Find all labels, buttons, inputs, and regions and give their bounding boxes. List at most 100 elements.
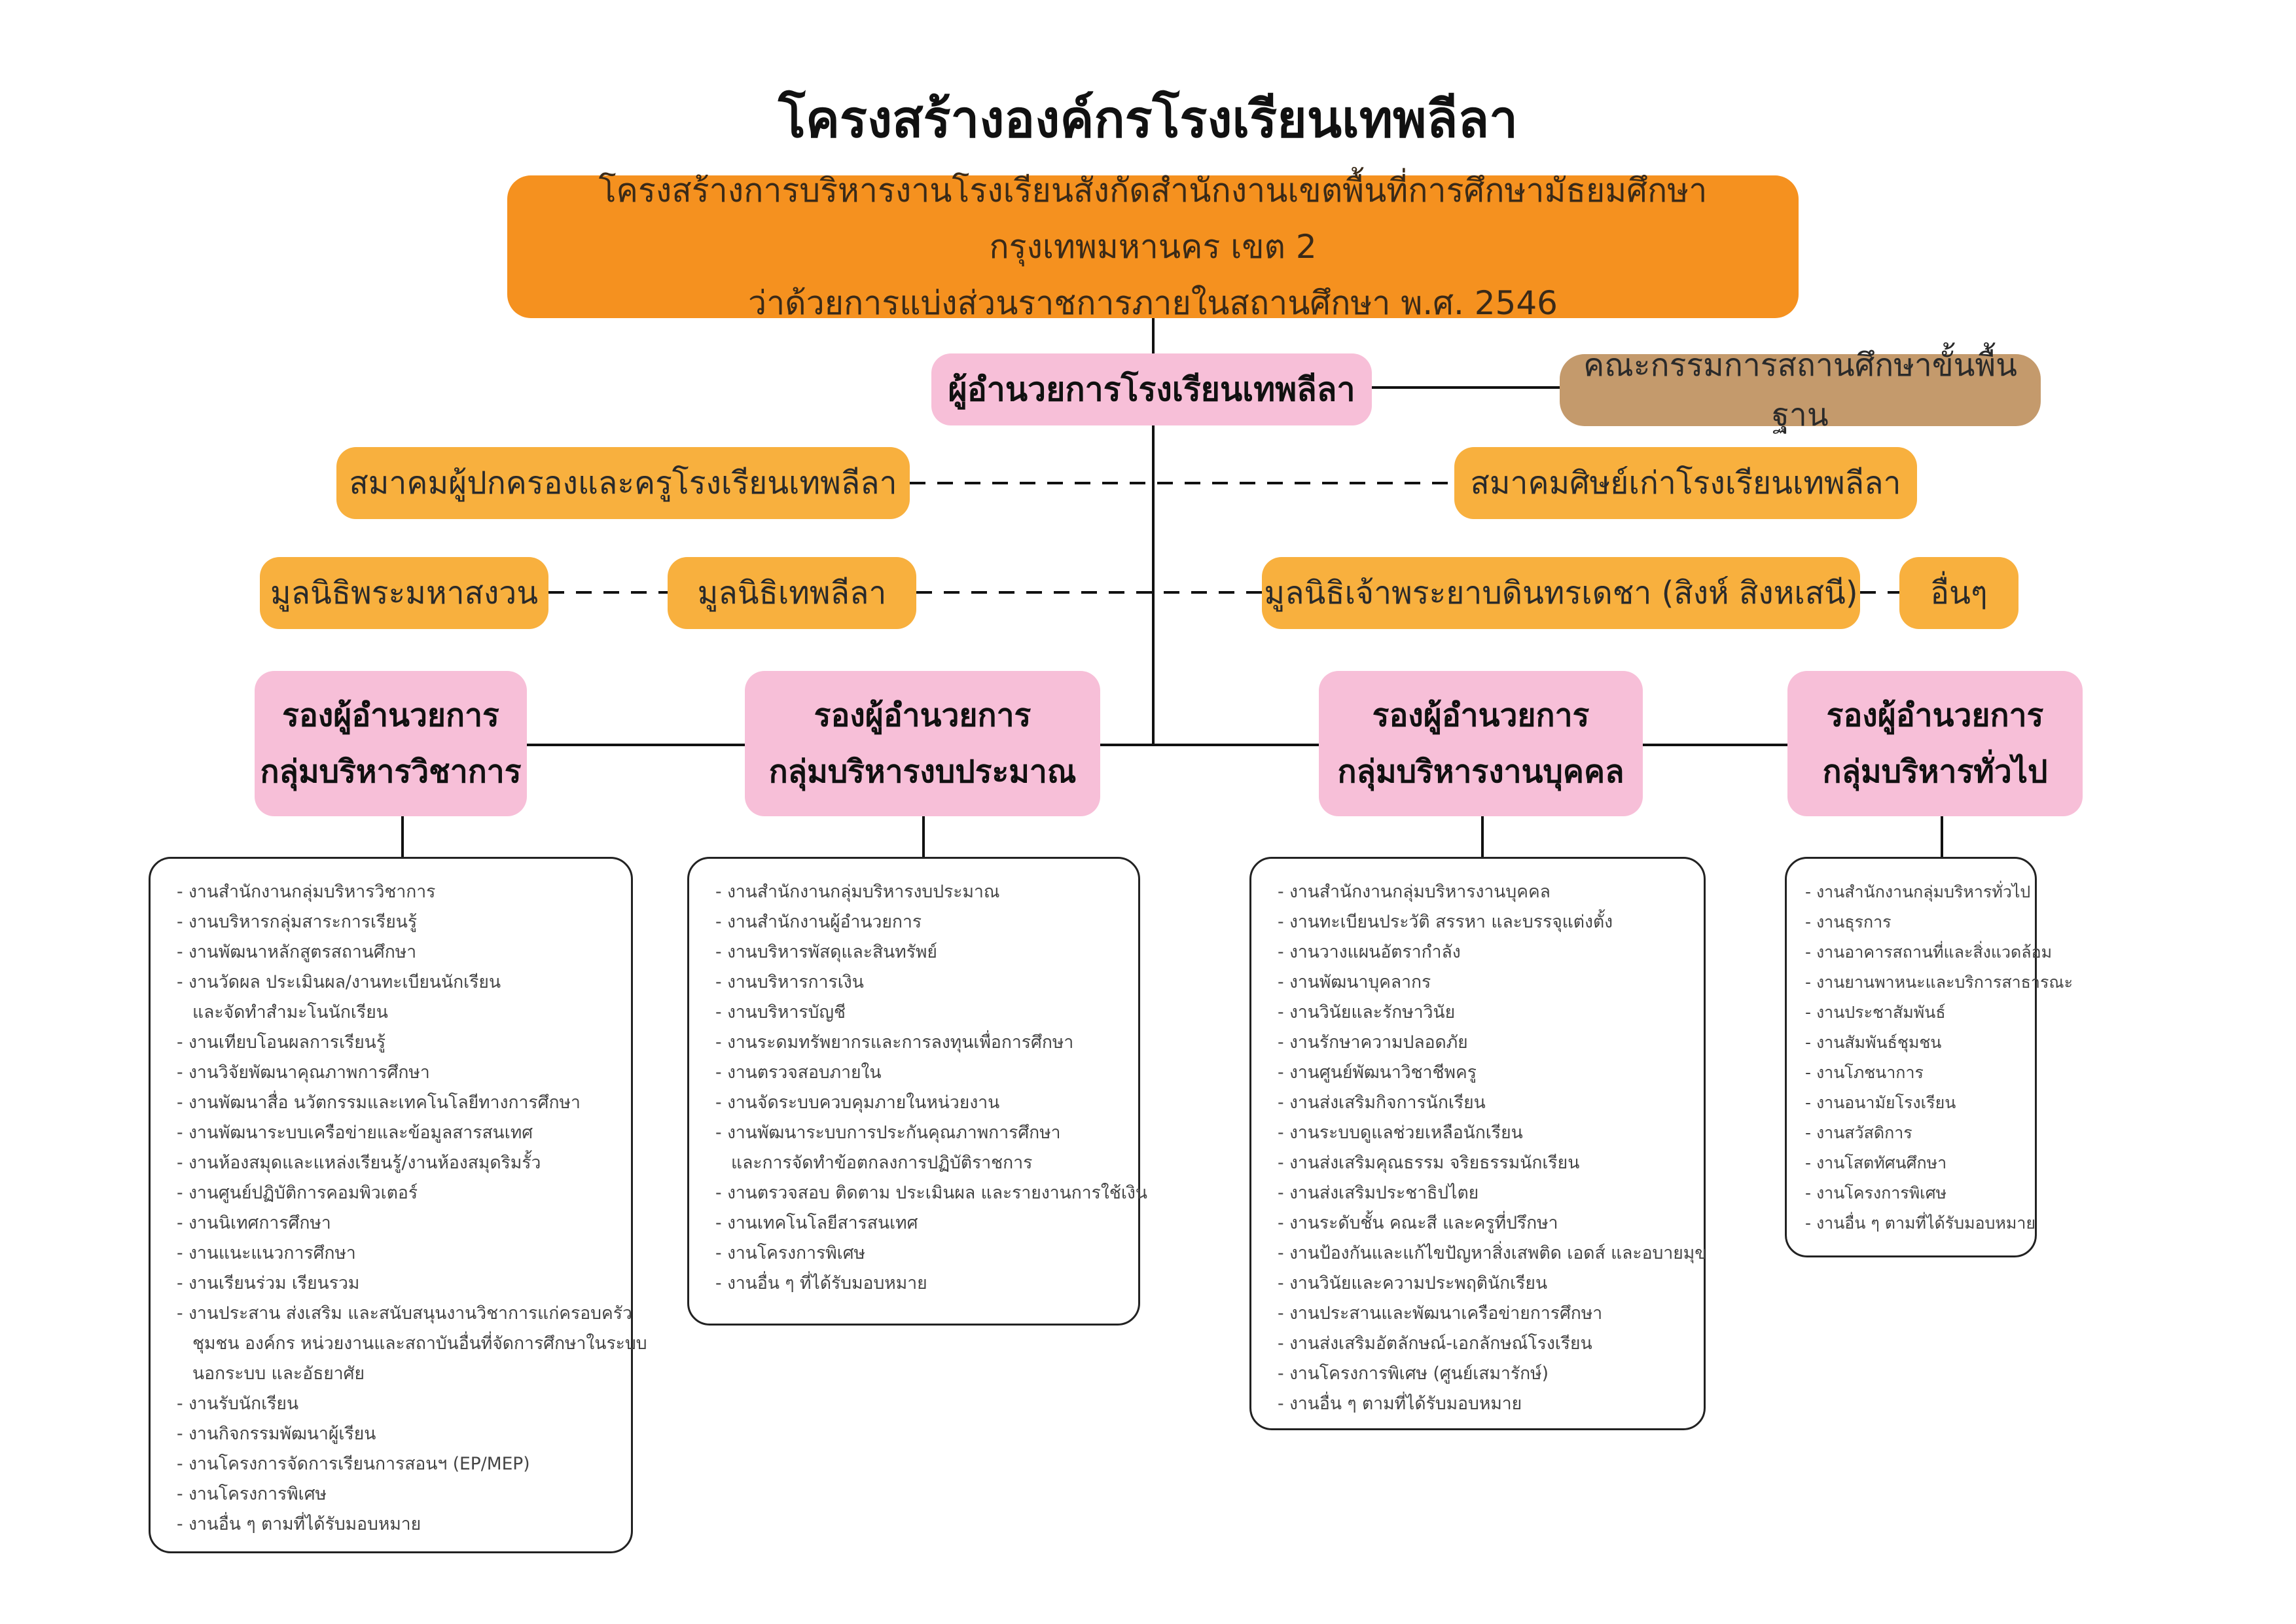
list-item: - งานเทียบโอนผลการเรียนรู้ <box>177 1028 618 1058</box>
deputy-budget-box: รองผู้อำนวยการ กลุ่มบริหารงบประมาณ <box>745 671 1100 816</box>
list-item: - งานห้องสมุดและแหล่งเรียนรู้/งานห้องสมุ… <box>177 1148 618 1178</box>
task-text: - งานโครงการพิเศษ <box>715 1243 866 1263</box>
task-text: - งานอื่น ๆ ที่ได้รับมอบหมาย <box>715 1273 927 1293</box>
foundation-box-1: มูลนิธิพระมหาสงวน <box>260 557 548 629</box>
deputy-title: รองผู้อำนวยการ <box>282 697 499 734</box>
list-item: - งานอนามัยโรงเรียน <box>1805 1088 2022 1118</box>
list-item: - งานโสตทัศนศึกษา <box>1805 1148 2022 1178</box>
task-text: - งานสำนักงานกลุ่มบริหารวิชาการ <box>177 882 436 902</box>
list-item: - งานรักษาความปลอดภัย <box>1278 1028 1691 1058</box>
task-text: - งานวางแผนอัตรากำลัง <box>1278 942 1461 962</box>
deputy-personnel-box: รองผู้อำนวยการ กลุ่มบริหารงานบุคคล <box>1319 671 1643 816</box>
task-text: - งานอาคารสถานที่และสิ่งแวดล้อม <box>1805 943 2053 962</box>
list-item: - งานศูนย์พัฒนาวิชาชีพครู <box>1278 1058 1691 1088</box>
deputy-title: รองผู้อำนวยการ <box>1826 697 2044 734</box>
budget-task-list: - งานสำนักงานกลุ่มบริหารงบประมาณ - งานสำน… <box>687 857 1147 1326</box>
task-text: - งานพัฒนาบุคลากร <box>1278 972 1431 992</box>
list-item: - งานสัมพันธ์ชุมชน <box>1805 1028 2022 1058</box>
list-item: - งานแนะแนวการศึกษา <box>177 1238 618 1269</box>
deputy-group: กลุ่มบริหารงบประมาณ <box>768 753 1077 790</box>
task-text: - งานศูนย์พัฒนาวิชาชีพครู <box>1278 1062 1477 1083</box>
task-text: - งานศูนย์ปฏิบัติการคอมพิวเตอร์ <box>177 1183 418 1203</box>
task-text: - งานพัฒนาหลักสูตรสถานศึกษา <box>177 942 417 962</box>
task-text: - งานนิเทศการศึกษา <box>177 1213 331 1233</box>
list-item: - งานโครงการพิเศษ (ศูนย์เสมารักษ์) <box>1278 1359 1691 1389</box>
list-item: - งานเทคโนโลยีสารสนเทศ <box>715 1208 1125 1238</box>
list-item: - งานยานพาหนะและบริการสาธารณะ <box>1805 967 2073 998</box>
list-item: - งานระบบดูแลช่วยเหลือนักเรียน <box>1278 1118 1691 1148</box>
list-item: - งานประสาน ส่งเสริม และสนับสนุนงานวิชาก… <box>177 1299 632 1329</box>
list-item: - งานโครงการพิเศษ <box>715 1238 1125 1269</box>
list-item: - งานโครงการพิเศษ <box>177 1479 618 1509</box>
task-text: - งานทะเบียนประวัติ สรรหา และบรรจุแต่งตั… <box>1278 912 1613 932</box>
foundation-box-other: อื่นๆ <box>1899 557 2018 629</box>
alumni-association-box: สมาคมศิษย์เก่าโรงเรียนเทพลีลา <box>1454 447 1917 519</box>
task-text: - งานประชาสัมพันธ์ <box>1805 1003 1946 1022</box>
task-text: - งานอื่น ๆ ตามที่ได้รับมอบหมาย <box>1278 1394 1522 1414</box>
task-text: - งานเทียบโอนผลการเรียนรู้ <box>177 1032 386 1053</box>
task-text: - งานโครงการจัดการเรียนการสอนฯ (EP/MEP) <box>177 1454 530 1474</box>
task-text: - งานระดับชั้น คณะสี และครูที่ปรึกษา <box>1278 1213 1558 1233</box>
list-item: - งานโครงการพิเศษ <box>1805 1178 2022 1208</box>
task-text: - งานวินัยและความประพฤตินักเรียน <box>1278 1273 1548 1293</box>
director-box: ผู้อำนวยการโรงเรียนเทพลีลา <box>931 353 1372 425</box>
task-text: - งานส่งเสริมกิจการนักเรียน <box>1278 1092 1486 1113</box>
task-text: - งานส่งเสริมคุณธรรม จริยธรรมนักเรียน <box>1278 1153 1580 1173</box>
task-text: และจัดทำสำมะโนนักเรียน <box>192 1002 388 1022</box>
task-text: - งานอื่น ๆ ตามที่ได้รับมอบหมาย <box>1805 1214 2036 1233</box>
deputy-title: รองผู้อำนวยการ <box>1372 697 1590 734</box>
task-text: - งานโครงการพิเศษ <box>1805 1183 1947 1202</box>
task-text: - งานจัดระบบควบคุมภายในหน่วยงาน <box>715 1092 1000 1113</box>
deputy-title: รองผู้อำนวยการ <box>814 697 1031 734</box>
list-item: - งานสำนักงานกลุ่มบริหารงบประมาณ <box>715 877 1125 907</box>
list-item: - งานวิจัยพัฒนาคุณภาพการศึกษา <box>177 1058 618 1088</box>
list-item: - งานสำนักงานกลุ่มบริหารงานบุคคล <box>1278 877 1691 907</box>
academic-task-list: - งานสำนักงานกลุ่มบริหารวิชาการ- งานบริห… <box>149 857 647 1553</box>
top-box-line1: โครงสร้างการบริหารงานโรงเรียนสังกัดสำนัก… <box>598 171 1708 266</box>
list-item: - งานอื่น ๆ ที่ได้รับมอบหมาย <box>715 1269 1125 1299</box>
task-text: - งานบริหารบัญชี <box>715 1002 846 1022</box>
deputy-group: กลุ่มบริหารวิชาการ <box>260 753 522 790</box>
list-item: - งานพัฒนาระบบการประกันคุณภาพการศึกษา <box>715 1118 1125 1148</box>
task-text: - งานธุรการ <box>1805 912 1892 931</box>
committee-box: คณะกรรมการสถานศึกษาขั้นพื้นฐาน <box>1560 347 2041 433</box>
task-text: ชุมชน องค์กร หน่วยงานและสถาบันอื่นที่จัด… <box>192 1333 647 1354</box>
list-item: และการจัดทำข้อตกลงการปฏิบัติราชการ <box>715 1148 1125 1178</box>
task-text: - งานรักษาความปลอดภัย <box>1278 1032 1468 1053</box>
task-text: นอกระบบ และอัธยาศัย <box>192 1363 365 1384</box>
list-item: - งานทะเบียนประวัติ สรรหา และบรรจุแต่งตั… <box>1278 907 1691 937</box>
task-text: - งานเทคโนโลยีสารสนเทศ <box>715 1213 918 1233</box>
list-item: - งานสวัสดิการ <box>1805 1118 2022 1148</box>
deputy-group: กลุ่มบริหารงานบุคคล <box>1337 753 1624 790</box>
deputy-general-box: รองผู้อำนวยการ กลุ่มบริหารทั่วไป <box>1787 671 2083 816</box>
list-item: - งานศูนย์ปฏิบัติการคอมพิวเตอร์ <box>177 1178 618 1208</box>
task-text: - งานยานพาหนะและบริการสาธารณะ <box>1805 973 2073 992</box>
list-item: - งานอื่น ๆ ตามที่ได้รับมอบหมาย <box>1278 1389 1691 1419</box>
task-text: - งานพัฒนาสื่อ นวัตกรรมและเทคโนโลยีทางกา… <box>177 1092 581 1113</box>
list-item: - งานส่งเสริมประชาธิปไตย <box>1278 1178 1691 1208</box>
list-item: - งานอื่น ๆ ตามที่ได้รับมอบหมาย <box>1805 1208 2036 1238</box>
list-item: - งานพัฒนาสื่อ นวัตกรรมและเทคโนโลยีทางกา… <box>177 1088 618 1118</box>
task-text: - งานพัฒนาระบบการประกันคุณภาพการศึกษา <box>715 1123 1061 1143</box>
list-item: - งานสำนักงานกลุ่มบริหารทั่วไป <box>1805 877 2030 907</box>
task-text: - งานสำนักงานกลุ่มบริหารงบประมาณ <box>715 882 1000 902</box>
list-item: - งานระดับชั้น คณะสี และครูที่ปรึกษา <box>1278 1208 1691 1238</box>
task-text: - งานสำนักงานผู้อำนวยการ <box>715 912 922 932</box>
list-item: - งานพัฒนาระบบเครือข่ายและข้อมูลสารสนเทศ <box>177 1118 618 1148</box>
list-item: - งานพัฒนาหลักสูตรสถานศึกษา <box>177 937 618 967</box>
list-item: - งานส่งเสริมคุณธรรม จริยธรรมนักเรียน <box>1278 1148 1691 1178</box>
list-item: - งานโครงการจัดการเรียนการสอนฯ (EP/MEP) <box>177 1449 618 1479</box>
general-task-list: - งานสำนักงานกลุ่มบริหารทั่วไป - งานธุรกา… <box>1785 857 2073 1257</box>
task-text: - งานโสตทัศนศึกษา <box>1805 1153 1947 1172</box>
task-text: - งานห้องสมุดและแหล่งเรียนรู้/งานห้องสมุ… <box>177 1153 541 1173</box>
task-text: - งานวัดผล ประเมินผล/งานทะเบียนนักเรียน <box>177 972 501 992</box>
list-item: - งานระดมทรัพยากรและการลงทุนเพื่อการศึกษ… <box>715 1028 1125 1058</box>
task-text: - งานระบบดูแลช่วยเหลือนักเรียน <box>1278 1123 1523 1143</box>
task-text: - งานส่งเสริมประชาธิปไตย <box>1278 1183 1479 1203</box>
deputy-group: กลุ่มบริหารทั่วไป <box>1822 753 2048 790</box>
list-item: ชุมชน องค์กร หน่วยงานและสถาบันอื่นที่จัด… <box>177 1329 647 1359</box>
list-item: - งานวัดผล ประเมินผล/งานทะเบียนนักเรียน <box>177 967 618 998</box>
task-text: - งานวินัยและรักษาวินัย <box>1278 1002 1456 1022</box>
list-item: - งานส่งเสริมอัตลักษณ์-เอกลักษณ์โรงเรียน <box>1278 1329 1691 1359</box>
